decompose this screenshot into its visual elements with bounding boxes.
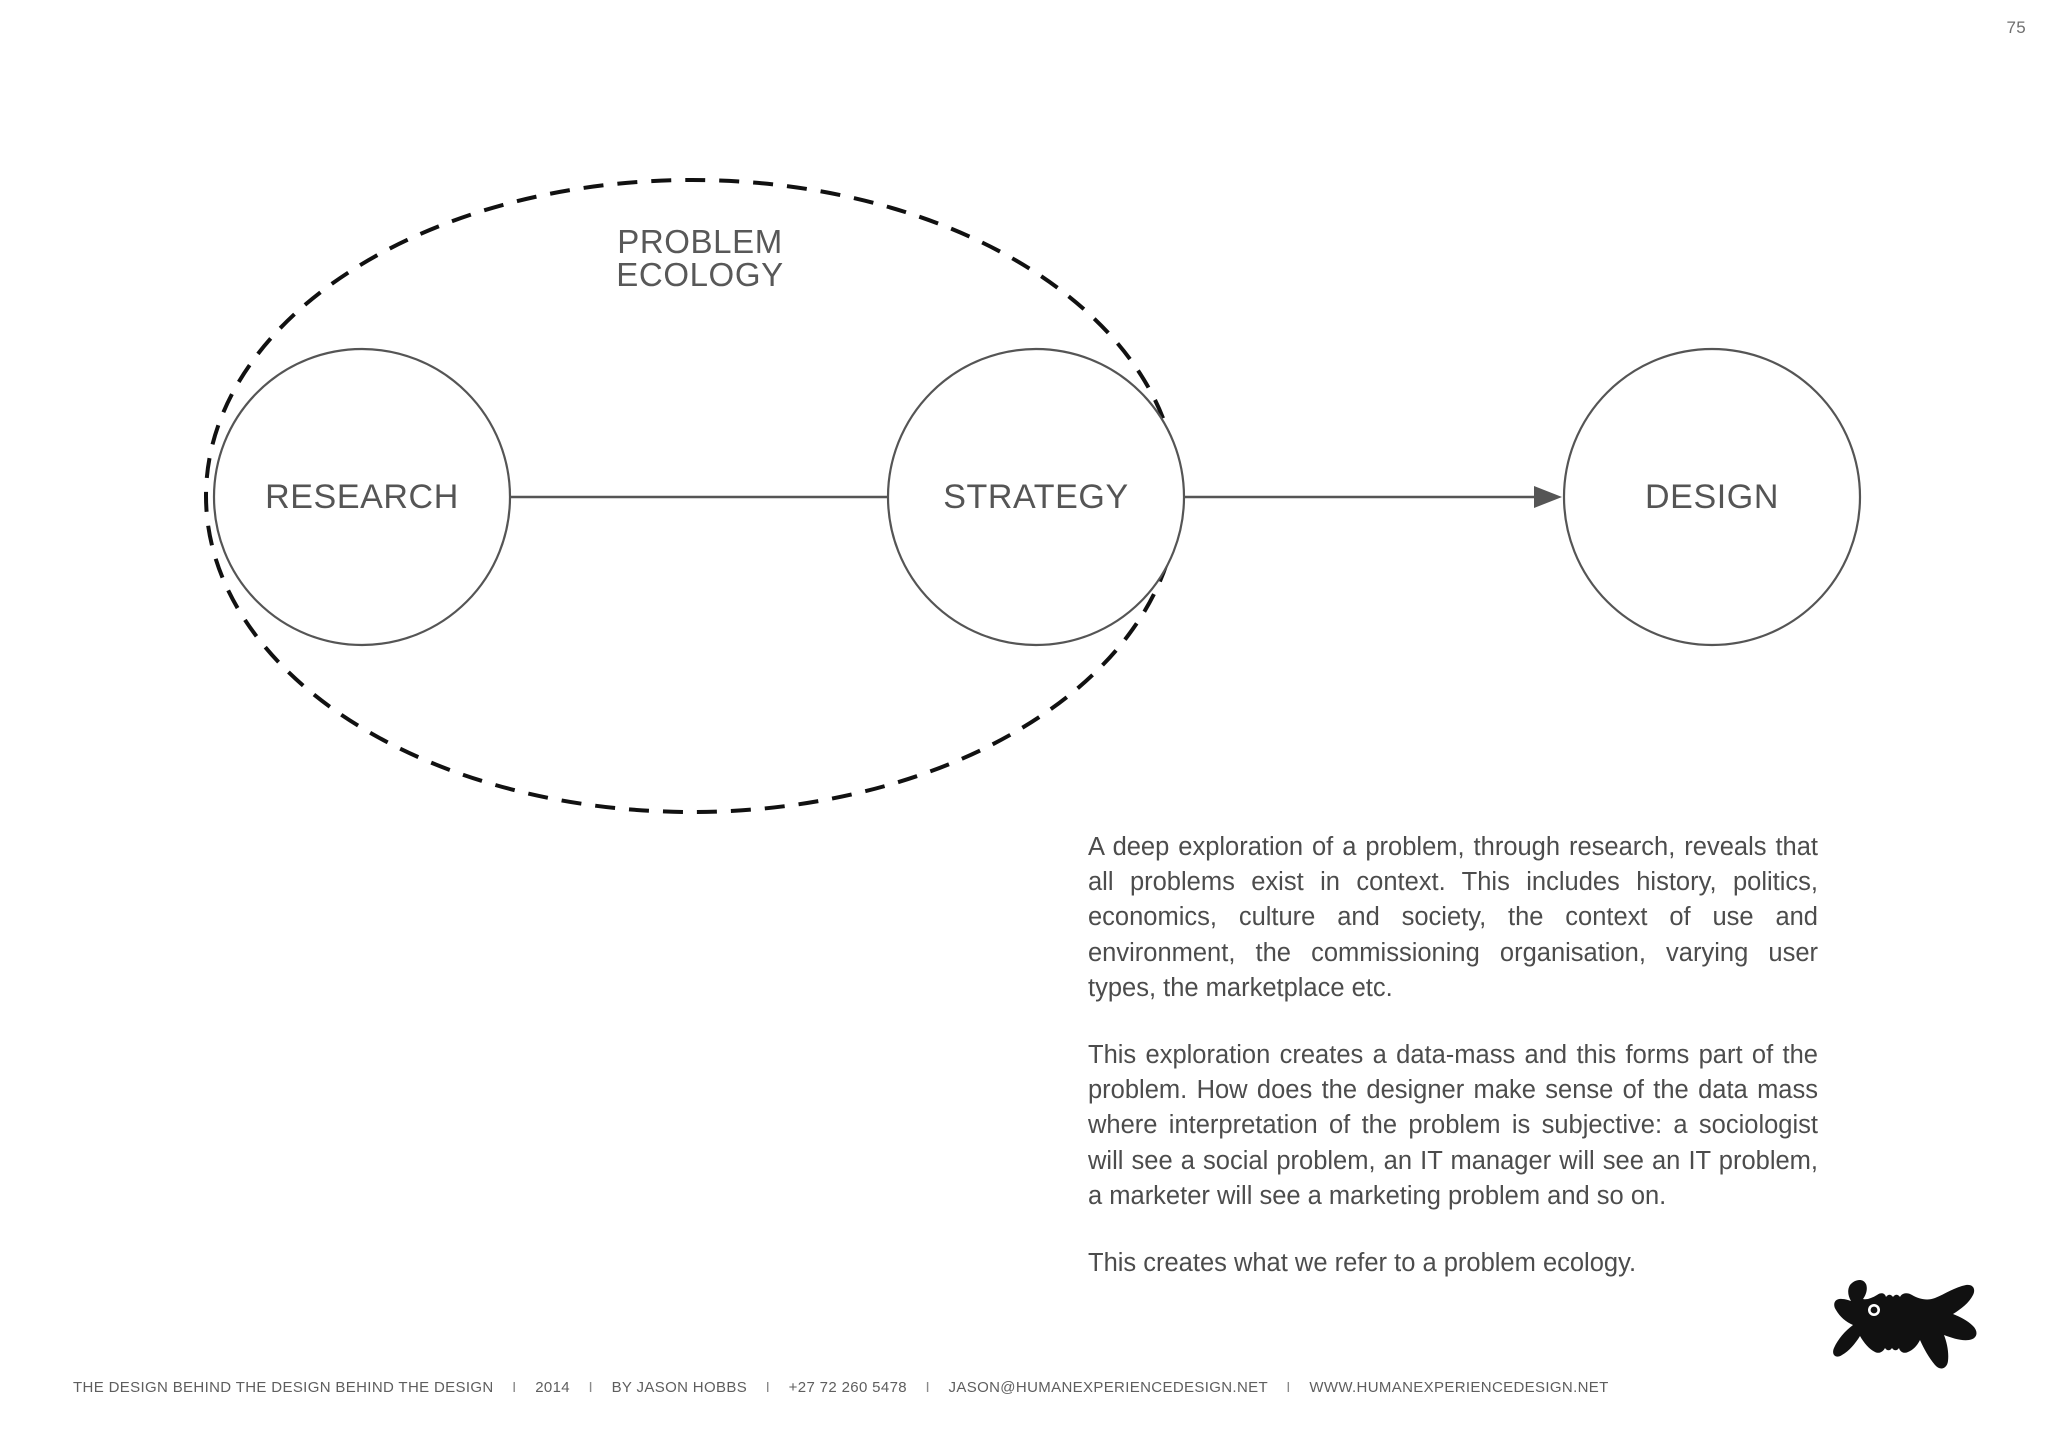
body-paragraph-2: This exploration creates a data-mass and… [1088, 1040, 1818, 1210]
footer-separator: I [512, 1379, 517, 1396]
node-circle-research[interactable] [212, 347, 512, 647]
problem-ecology-label-line1: PROBLEM [617, 223, 783, 260]
problem-ecology-label-line2: ECOLOGY [616, 256, 783, 293]
body-paragraph-1: A deep exploration of a problem, through… [1088, 833, 1818, 1002]
footer-separator: I [588, 1379, 594, 1396]
footer-email[interactable]: JASON@HUMANEXPERIENCEDESIGN.NET [948, 1379, 1268, 1396]
problem-ecology-diagram: RESEARCH STRATEGY DESIGN PROBLEM ECOLOGY [204, 178, 1862, 814]
body-paragraph-3: This creates what we refer to a problem … [1088, 1248, 1637, 1277]
node-circle-strategy[interactable] [886, 347, 1186, 647]
footer-separator: I [925, 1379, 931, 1396]
footer-title: THE DESIGN BEHIND THE DESIGN BEHIND THE … [73, 1379, 494, 1396]
footer-year: 2014 [535, 1379, 570, 1396]
footer-phone: +27 72 260 5478 [788, 1379, 907, 1396]
footer-separator: I [1286, 1379, 1291, 1396]
inkblot-logo-shape [1833, 1279, 1977, 1369]
footer-credits: THE DESIGN BEHIND THE DESIGN BEHIND THE … [73, 1379, 1609, 1396]
body-copy: A deep exploration of a problem, through… [1088, 830, 1818, 1281]
node-label-research: RESEARCH [265, 478, 459, 516]
footer-author: BY JASON HOBBS [611, 1379, 748, 1396]
inkblot-logo-pupil [1870, 1306, 1878, 1314]
footer-separator: I [765, 1379, 771, 1396]
node-label-design: DESIGN [1645, 478, 1779, 516]
node-label-strategy: STRATEGY [943, 478, 1129, 516]
page-number: 75 [2006, 18, 2026, 37]
arrowhead-icon [1534, 486, 1562, 508]
footer-website[interactable]: WWW.HUMANEXPERIENCEDESIGN.NET [1309, 1379, 1609, 1396]
node-circle-design[interactable] [1562, 347, 1862, 647]
inkblot-logo [1833, 1273, 1993, 1393]
